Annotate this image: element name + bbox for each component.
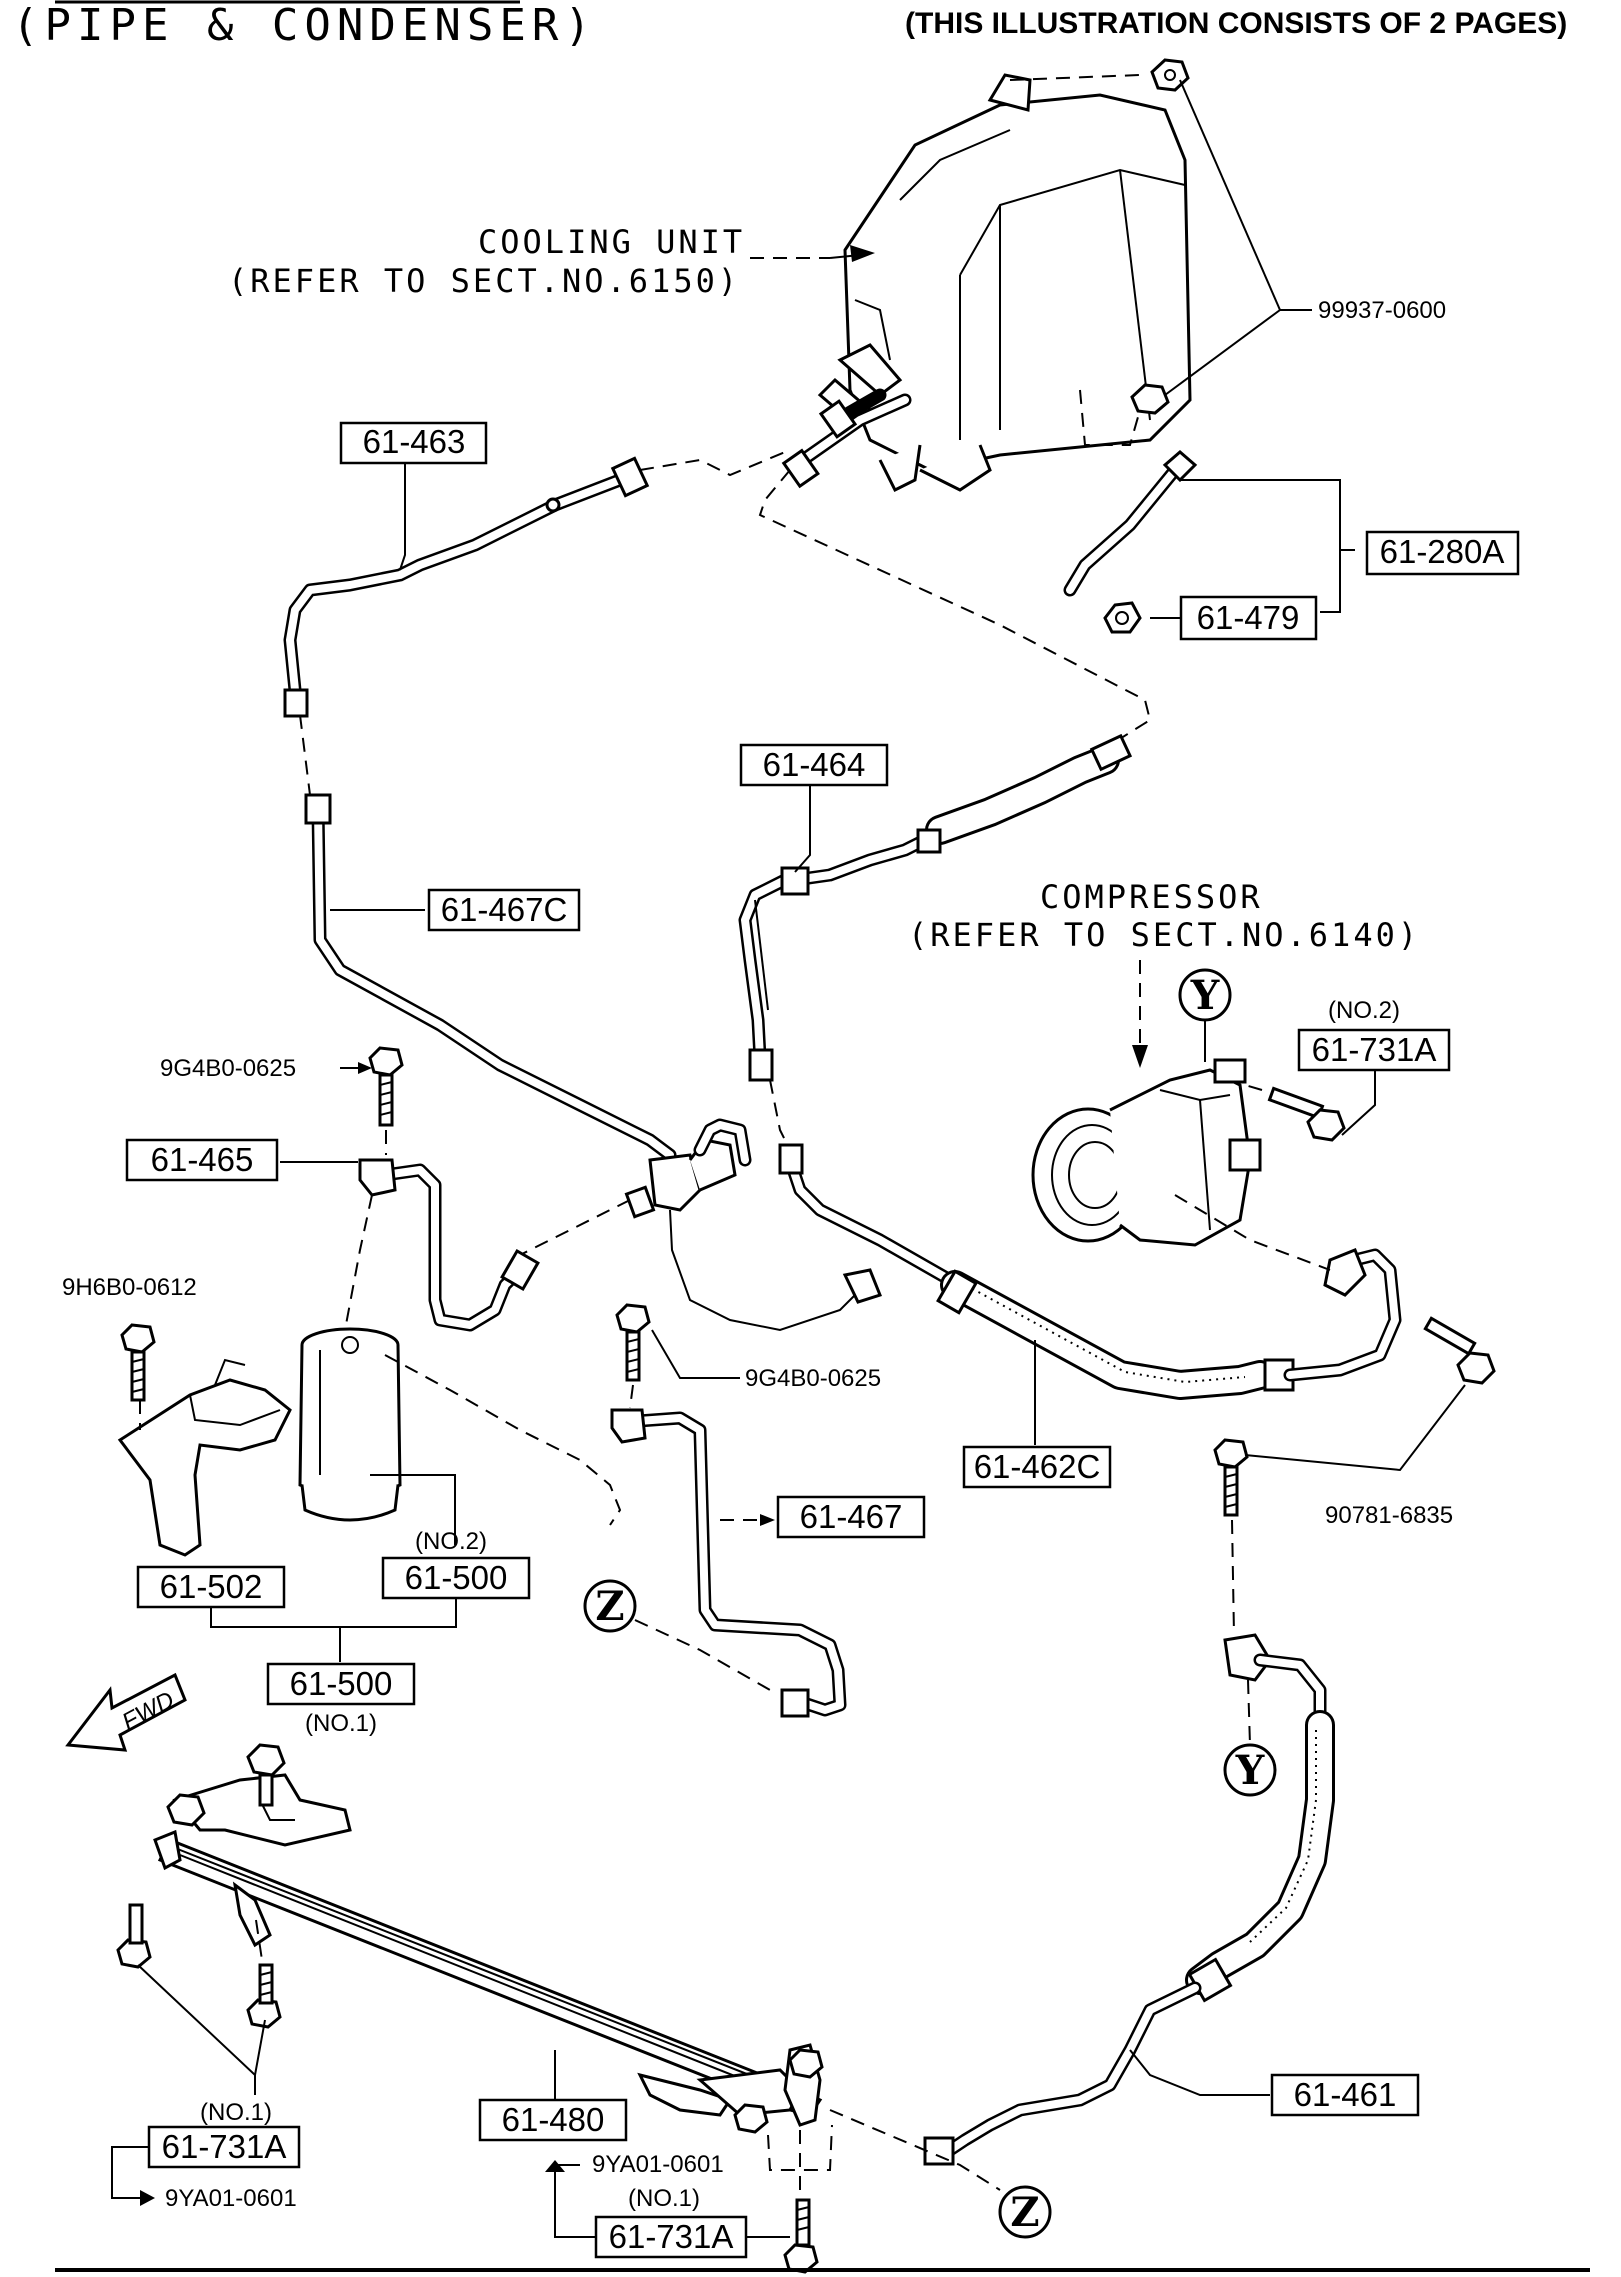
part-61-463: 61-463 xyxy=(339,421,488,465)
svg-text:61-463: 61-463 xyxy=(363,423,466,460)
marker-y-top: Y xyxy=(1178,968,1232,1062)
svg-text:(NO.2): (NO.2) xyxy=(415,1528,487,1555)
svg-text:COOLING UNIT: COOLING UNIT xyxy=(478,223,745,261)
marker-z-bottom: Z xyxy=(998,2185,1052,2239)
part-61-480: 61-480 xyxy=(478,2098,628,2142)
svg-text:(REFER TO SECT.NO.6140): (REFER TO SECT.NO.6140) xyxy=(908,916,1420,954)
svg-text:Y: Y xyxy=(1235,1747,1265,1794)
svg-text:COMPRESSOR: COMPRESSOR xyxy=(1040,878,1263,916)
qualifier-no2-61-731A: (NO.2) xyxy=(1328,997,1400,1024)
receiver-drier xyxy=(298,1327,402,1522)
part-61-500-no2: 61-500 xyxy=(381,1556,531,1600)
part-61-500-no1: 61-500 xyxy=(266,1662,416,1706)
svg-text:61-731A: 61-731A xyxy=(162,2128,287,2165)
svg-text:61-280A: 61-280A xyxy=(1380,533,1505,570)
svg-text:61-467C: 61-467C xyxy=(441,891,568,928)
drain-hose xyxy=(1063,450,1198,597)
compressor-label: COMPRESSOR (REFER TO SECT.NO.6140) xyxy=(908,878,1420,1068)
svg-text:(REFER TO SECT.NO.6150): (REFER TO SECT.NO.6150) xyxy=(228,262,740,300)
svg-text:61-462C: 61-462C xyxy=(974,1448,1101,1485)
svg-text:61-731A: 61-731A xyxy=(1312,1031,1437,1068)
bolt-90781-6835-b xyxy=(1213,1438,1249,1517)
code-9YA01-0601-left: 9YA01-0601 xyxy=(165,2185,297,2212)
part-61-467C: 61-467C xyxy=(427,888,581,932)
qualifier-no1-61-500: (NO.1) xyxy=(305,1710,377,1737)
part-61-461: 61-461 xyxy=(1270,2073,1420,2117)
code-9YA01-0601-bottom: 9YA01-0601 xyxy=(592,2151,724,2178)
part-61-465: 61-465 xyxy=(125,1138,279,1182)
part-61-731A-left: 61-731A xyxy=(147,2125,301,2169)
marker-z-mid: Z xyxy=(583,1579,771,1691)
qualifier-no2-61-500: (NO.2) xyxy=(415,1528,487,1555)
svg-text:Z: Z xyxy=(1010,2189,1039,2236)
pipe-61-463 xyxy=(283,456,650,718)
svg-text:61-465: 61-465 xyxy=(151,1141,254,1178)
svg-text:Z: Z xyxy=(595,1583,624,1630)
svg-text:Y: Y xyxy=(1190,972,1220,1019)
code-9G4B0-0625-a: 9G4B0-0625 xyxy=(160,1055,296,1082)
pipe-61-467C xyxy=(304,793,677,1162)
bolt-9G4B0-0625-a xyxy=(368,1046,404,1127)
code-9G4B0-0625-b: 9G4B0-0625 xyxy=(745,1365,881,1392)
nut-99937-0600: 99937-0600 xyxy=(1009,58,1446,446)
pipe-61-467 xyxy=(610,1408,847,1718)
svg-text:61-500: 61-500 xyxy=(290,1665,393,1702)
svg-text:61-464: 61-464 xyxy=(763,746,866,783)
marker-y-bottom: Y xyxy=(1223,1743,1277,1797)
svg-text:61-479: 61-479 xyxy=(1197,599,1300,636)
part-61-502: 61-502 xyxy=(136,1565,286,1609)
part-61-479: 61-479 xyxy=(1179,595,1318,641)
bolt-9G4B0-0625-b xyxy=(615,1303,651,1382)
hose-61-462C xyxy=(778,1143,1402,1400)
svg-text:61-467: 61-467 xyxy=(800,1498,903,1535)
cooling-unit-fittings xyxy=(781,388,912,489)
svg-text:61-461: 61-461 xyxy=(1294,2076,1397,2113)
svg-text:61-480: 61-480 xyxy=(502,2101,605,2138)
part-61-731A-bottom: 61-731A xyxy=(594,2215,748,2259)
cooling-unit-label: COOLING UNIT (REFER TO SECT.NO.6150) xyxy=(228,223,875,300)
cooling-unit xyxy=(817,73,1192,493)
part-61-464: 61-464 xyxy=(739,743,889,787)
code-9H6B0-0612: 9H6B0-0612 xyxy=(62,1274,197,1301)
condenser-bolts xyxy=(116,1743,824,2274)
pressure-switch-block xyxy=(624,1118,882,1332)
svg-text:61-502: 61-502 xyxy=(160,1568,263,1605)
page-note: (THIS ILLUSTRATION CONSISTS OF 2 PAGES) xyxy=(905,7,1567,40)
pipe-61-464 xyxy=(738,733,1133,1082)
hose-61-461 xyxy=(923,1633,1335,2166)
drier-bracket xyxy=(117,1358,292,1557)
part-61-280A: 61-280A xyxy=(1365,530,1520,576)
code-99937-0600: 99937-0600 xyxy=(1318,297,1446,324)
bolt-61-731A-no2 xyxy=(1244,1084,1346,1142)
svg-text:61-500: 61-500 xyxy=(405,1559,508,1596)
qualifier-no1-61-731A-left: (NO.1) xyxy=(200,2099,272,2126)
bolt-90781-6835-a xyxy=(1423,1316,1496,1385)
bolt-9H6B0-0612 xyxy=(120,1323,156,1402)
qualifier-no1-61-731A-bottom: (NO.1) xyxy=(628,2185,700,2212)
fwd-arrow-icon: FWD xyxy=(65,1672,187,1752)
part-61-462C: 61-462C xyxy=(962,1445,1112,1489)
diagram-title: (PIPE & CONDENSER) xyxy=(12,0,597,51)
part-61-467: 61-467 xyxy=(776,1495,926,1539)
svg-text:61-731A: 61-731A xyxy=(609,2218,734,2255)
code-90781-6835: 90781-6835 xyxy=(1325,1502,1453,1529)
grommet-61-479 xyxy=(1103,601,1142,634)
compressor xyxy=(1031,1058,1262,1247)
pipe-61-465 xyxy=(358,1158,540,1332)
part-61-731A-no2: 61-731A xyxy=(1297,1028,1451,1072)
